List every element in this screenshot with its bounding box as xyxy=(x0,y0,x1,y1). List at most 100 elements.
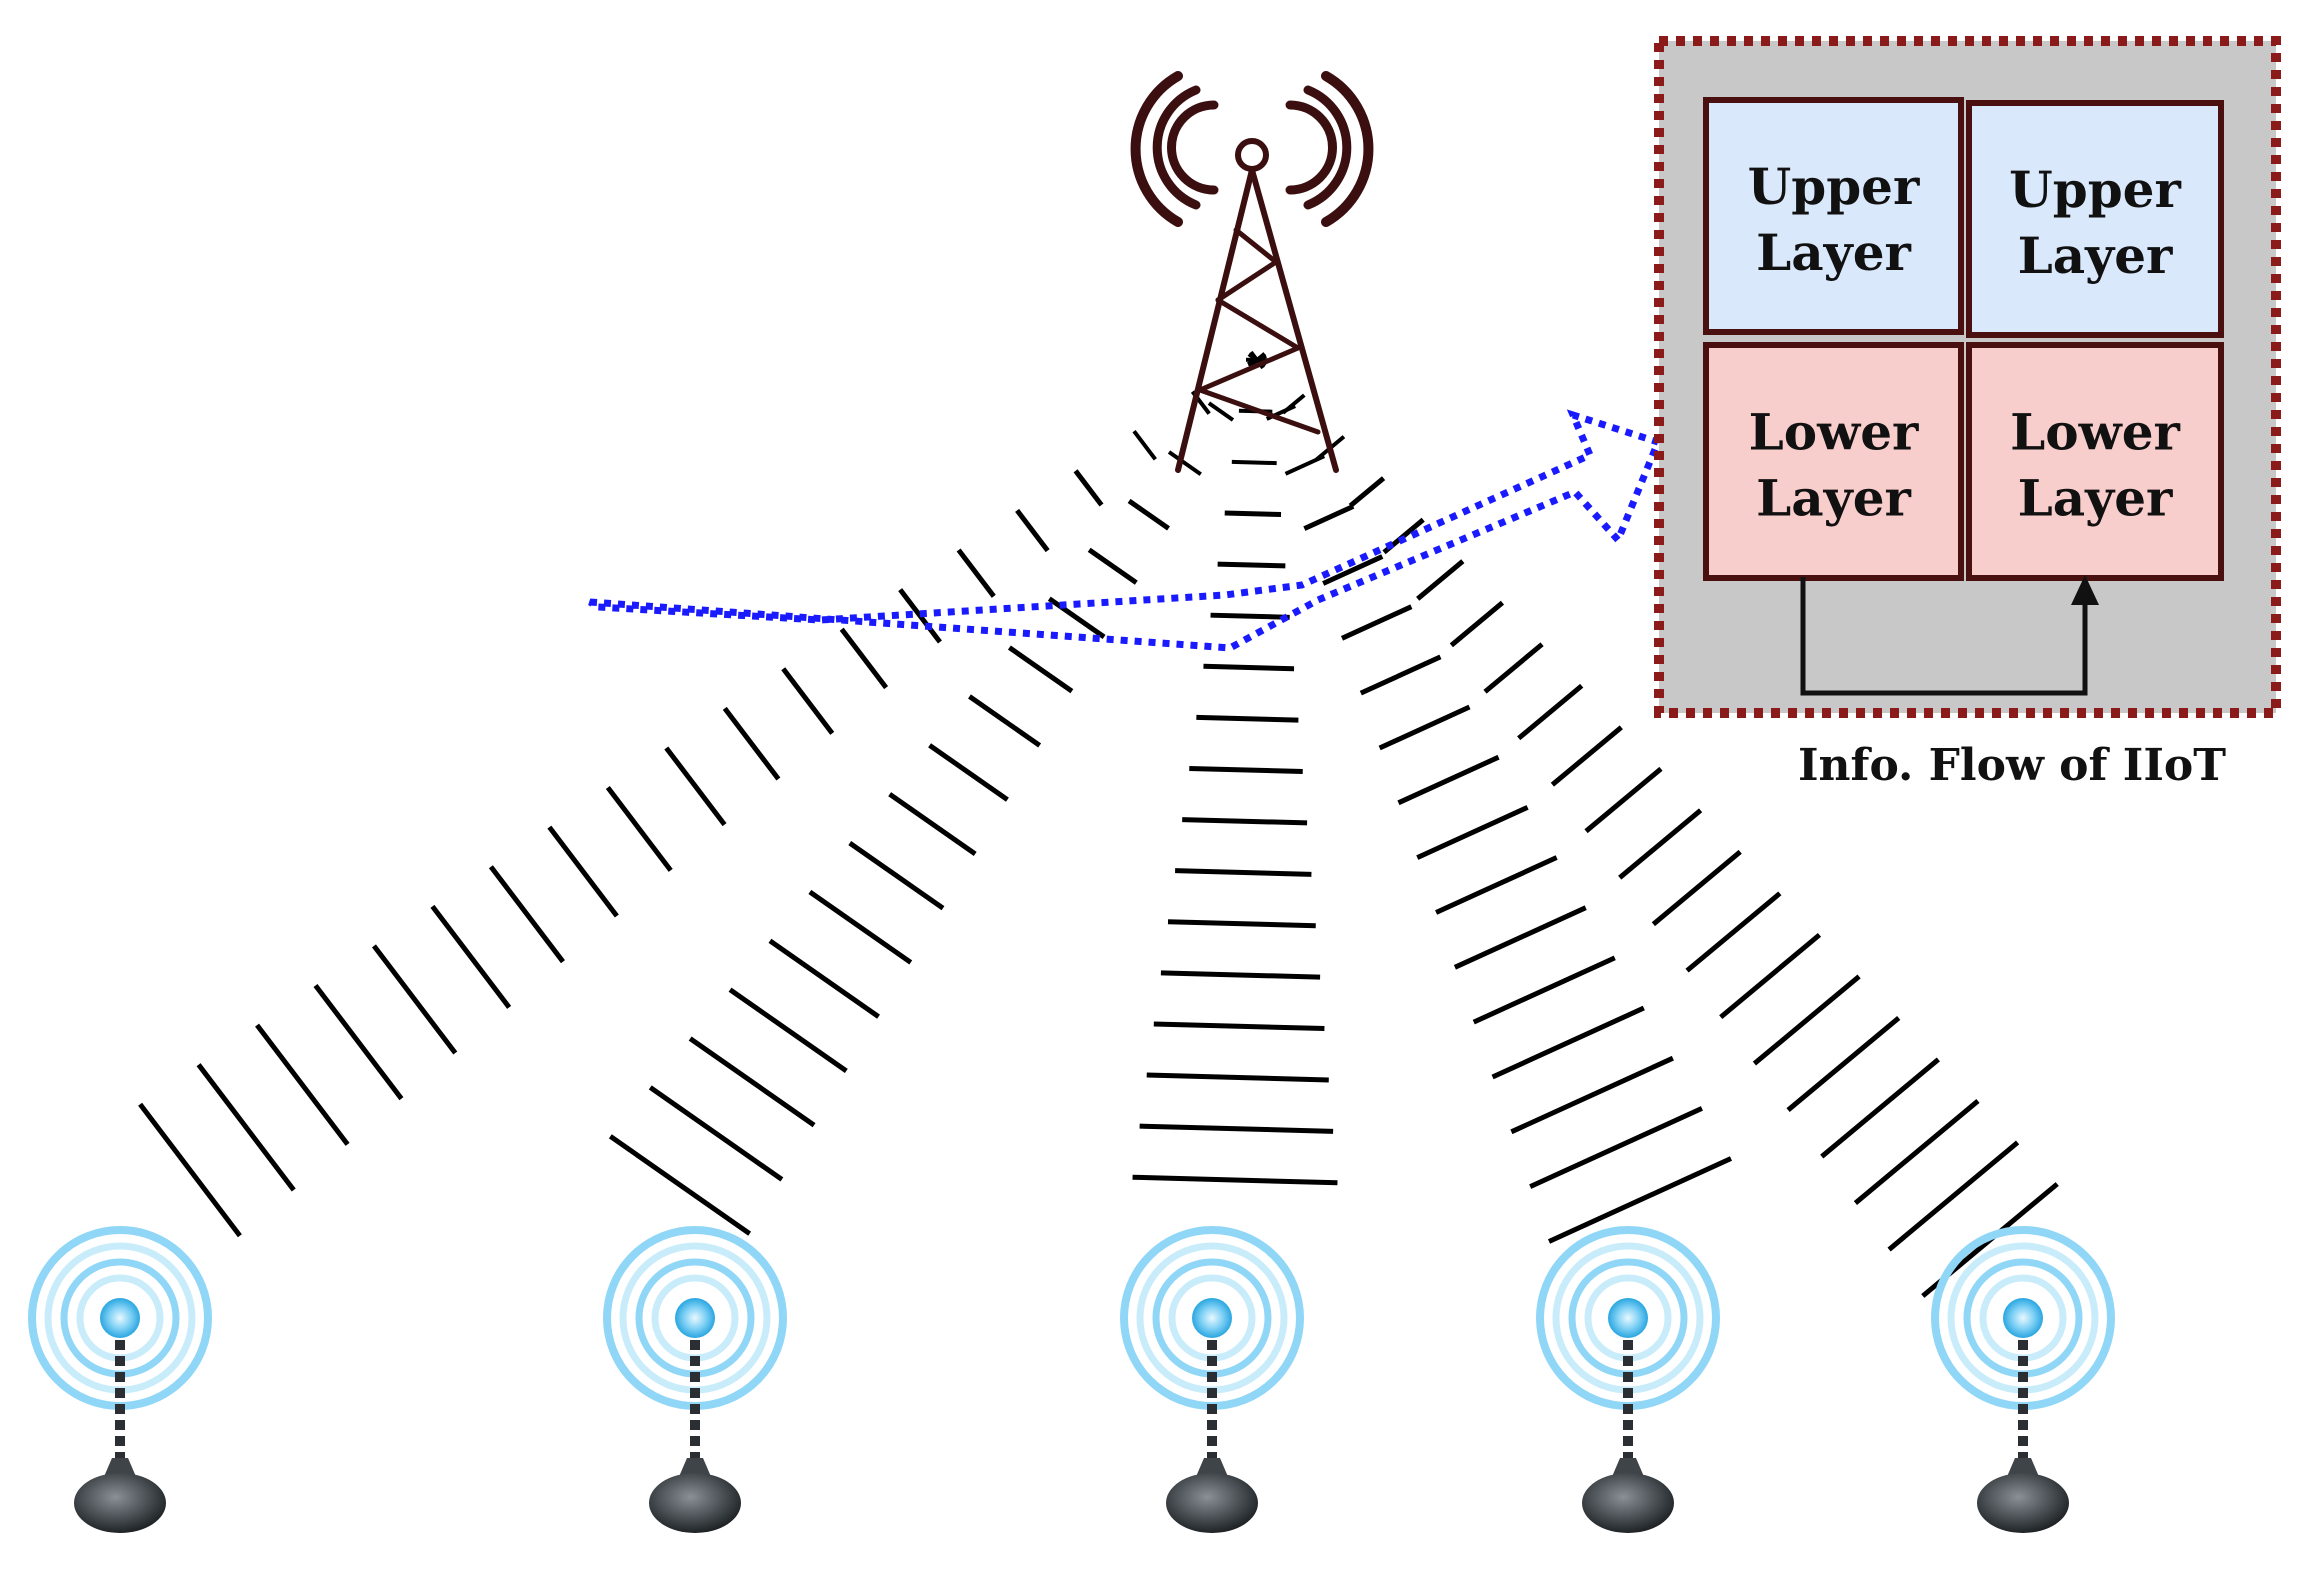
beam-dash xyxy=(664,746,727,827)
beam-dash xyxy=(371,944,458,1055)
beam-dash xyxy=(1167,919,1316,929)
beam-dash xyxy=(1203,663,1295,672)
beam-dash xyxy=(1248,352,1266,368)
cell-label-line: Layer xyxy=(2018,469,2173,528)
beam-dash xyxy=(196,1063,296,1192)
beam-dash xyxy=(1132,430,1157,461)
beam-dash xyxy=(722,706,781,781)
beam-dash xyxy=(808,889,913,965)
wireless-sensor-icon xyxy=(603,1226,787,1533)
information-flow-arrow xyxy=(588,409,1663,652)
cell-label-line: Lower xyxy=(2010,403,2180,462)
beam-dash xyxy=(1217,561,1286,569)
beam-dash xyxy=(1719,932,1822,1020)
beam-dash xyxy=(138,1102,242,1238)
beam-dash xyxy=(848,840,945,911)
beam-dash xyxy=(1550,725,1623,787)
beam-dash xyxy=(1529,1106,1703,1189)
beam-dash xyxy=(1047,596,1106,640)
beam-dash xyxy=(1189,765,1303,775)
beam-dash xyxy=(1449,600,1505,648)
beam-dash xyxy=(928,743,1009,802)
beam-dash xyxy=(1015,508,1050,553)
signal-beams xyxy=(138,350,2059,1298)
beam-dash xyxy=(1340,604,1413,641)
beam-dash xyxy=(1510,1055,1674,1135)
beam-dash xyxy=(1618,808,1703,880)
beam-dash xyxy=(1786,1015,1901,1113)
beam-dash xyxy=(605,786,673,872)
beam-dash xyxy=(1651,849,1742,927)
beam-dash xyxy=(1491,1005,1645,1080)
beam-dash xyxy=(728,987,848,1074)
beam-dash xyxy=(1322,554,1384,586)
beam-dash xyxy=(688,1036,816,1128)
beam-dash xyxy=(1153,1021,1325,1032)
beam-dash xyxy=(1231,459,1277,466)
cell-label-line: Upper xyxy=(1748,157,1920,216)
beam-dash xyxy=(1887,1140,2020,1252)
beam-dash xyxy=(839,627,889,690)
beam-dash xyxy=(1348,476,1386,508)
beam-dash xyxy=(1483,642,1544,694)
beam-dash xyxy=(1378,704,1471,751)
cell-tower-icon xyxy=(1130,71,1374,473)
beam-dash xyxy=(1685,891,1782,973)
wireless-sensor-icon xyxy=(28,1226,212,1533)
beam-dash xyxy=(1207,401,1235,422)
beam-dash xyxy=(1820,1057,1940,1159)
beam-dash xyxy=(1517,683,1584,741)
beam-dash xyxy=(1853,1099,1980,1205)
beam-dash xyxy=(1281,393,1306,415)
beam-dash xyxy=(1752,974,1861,1066)
info-flow-panel: UpperLayerUpperLayerLowerLayerLowerLayer… xyxy=(1654,36,2281,791)
beam-dash xyxy=(1160,970,1321,980)
beam-dash xyxy=(547,825,619,918)
beam-dash xyxy=(1132,1174,1338,1186)
beam-dash xyxy=(1087,547,1138,585)
cell-label-line: Upper xyxy=(2009,160,2181,219)
beam-dash xyxy=(1210,612,1290,620)
wireless-sensor-icon xyxy=(1120,1226,1304,1533)
beam-dash xyxy=(488,865,565,964)
wireless-sensor-icon xyxy=(1536,1226,1720,1533)
beam-dash xyxy=(888,792,977,857)
beam-dash xyxy=(1175,868,1312,877)
beam-dash xyxy=(1073,469,1104,507)
beam-dash xyxy=(648,1085,784,1182)
beam-dash xyxy=(1182,817,1308,826)
beam-dash xyxy=(1397,754,1500,806)
beam-dash xyxy=(956,548,996,598)
wireless-sensor-icon xyxy=(1931,1226,2115,1533)
beam-dash xyxy=(1007,645,1074,694)
info-flow-caption: Info. Flow of IIoT xyxy=(1798,740,2226,791)
beam-dash xyxy=(1472,955,1616,1025)
beam-dash xyxy=(1224,510,1282,518)
layer-transfer-arrow xyxy=(1800,575,2099,696)
beam-dash xyxy=(1303,504,1355,531)
beam-dash xyxy=(608,1134,752,1236)
beam-dash xyxy=(1359,654,1442,696)
beam-dash xyxy=(1435,855,1558,915)
beam-dash xyxy=(1547,1156,1733,1244)
beam-dash xyxy=(1453,905,1587,970)
beam-dash xyxy=(781,667,835,735)
beam-dash xyxy=(255,1023,350,1146)
beam-dash xyxy=(968,694,1042,748)
beam-dash xyxy=(768,938,880,1019)
beam-dash xyxy=(1584,766,1663,834)
beam-dash xyxy=(1196,714,1299,723)
beam-dash xyxy=(1127,498,1170,531)
cell-label-line: Layer xyxy=(1756,223,1911,282)
cell-label-line: Layer xyxy=(2018,226,2173,285)
sensor-row xyxy=(28,1226,2115,1533)
beam-dash xyxy=(430,904,512,1009)
cell-label-line: Layer xyxy=(1756,469,1911,528)
beam-dash xyxy=(1416,805,1529,860)
